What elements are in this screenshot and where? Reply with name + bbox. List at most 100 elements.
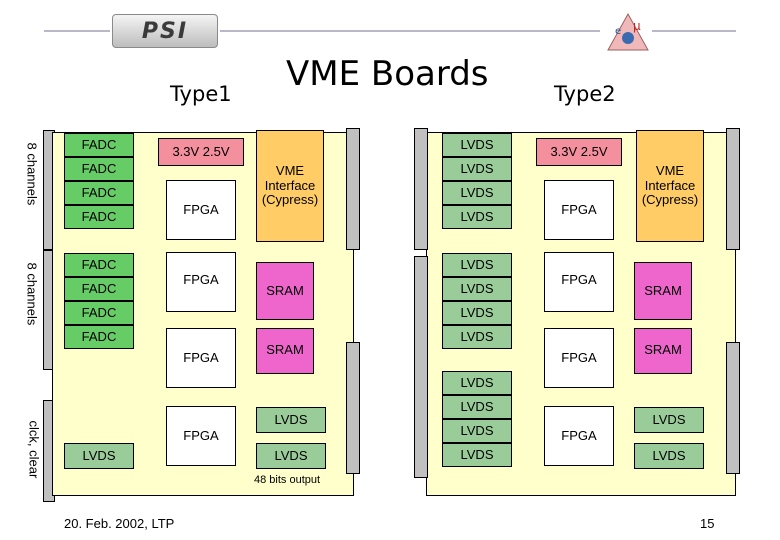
lvds-label: LVDS [652,447,686,463]
fadc-chip: FADC [64,133,134,157]
fpga-chip: FPGA [166,406,236,466]
lvds-chip: LVDS [442,443,512,467]
fpga-label: FPGA [561,201,597,217]
sram-label: SRAM [266,342,304,357]
output-label: 48 bits output [254,474,321,486]
lvds-label: LVDS [274,447,308,463]
power-regulator: 3.3V 2.5V [158,138,244,166]
fpga-label: FPGA [183,201,219,217]
channels-label-b: 8 channels [24,262,40,326]
vme-interface: VME Interface (Cypress) [636,130,704,242]
lvds-chip: LVDS [634,443,704,469]
lvds-chip: LVDS [442,181,512,205]
lvds-label: LVDS [460,422,494,438]
lvds-chip: LVDS [442,205,512,229]
fpga-chip: FPGA [544,252,614,312]
lvds-chip: LVDS [64,443,134,469]
lvds-label: LVDS [460,374,494,390]
fadc-label: FADC [81,160,117,176]
lvds-chip: LVDS [442,133,512,157]
header-rule-right [220,30,600,32]
lvds-label: LVDS [274,411,308,427]
lvds-label: LVDS [460,280,494,296]
fadc-chip: FADC [64,277,134,301]
type2-left-connector-top [414,128,428,250]
lvds-chip: LVDS [442,301,512,325]
fadc-chip: FADC [64,325,134,349]
fpga-label: FPGA [183,349,219,365]
footer-date: 20. Feb. 2002, LTP [64,516,175,531]
fadc-chip: FADC [64,157,134,181]
sram-chip: SRAM [256,328,314,374]
lvds-chip: LVDS [256,407,326,433]
institute-logo-icon: μ e [607,12,649,51]
lvds-label: LVDS [460,184,494,200]
fpga-chip: FPGA [544,180,614,240]
fpga-chip: FPGA [166,252,236,312]
fadc-label: FADC [81,256,117,272]
lvds-label: LVDS [460,208,494,224]
fpga-label: FPGA [561,427,597,443]
lvds-chip: LVDS [442,395,512,419]
fadc-chip: FADC [64,181,134,205]
lvds-label: LVDS [652,411,686,427]
page-number: 15 [700,516,715,531]
type2-heading: Type2 [554,82,616,106]
vme-label: VME Interface (Cypress) [641,162,699,208]
lvds-label: LVDS [460,446,494,462]
psi-logo-text: PSI [141,18,189,44]
fpga-label: FPGA [183,272,219,287]
type2-right-connector-bottom [726,342,740,474]
lvds-chip: LVDS [442,325,512,349]
fpga-label: FPGA [561,349,597,365]
power-label: 3.3V 2.5V [172,143,230,159]
fpga-label: FPGA [183,427,219,443]
lvds-chip: LVDS [442,157,512,181]
fadc-chip: FADC [64,205,134,229]
sram-chip: SRAM [634,328,692,374]
fpga-label: FPGA [561,272,597,287]
lvds-chip: LVDS [442,419,512,443]
fadc-label: FADC [81,184,117,200]
lvds-chip: LVDS [442,277,512,301]
type2-right-connector-top [726,128,740,250]
page-title: VME Boards [286,54,489,94]
fadc-label: FADC [81,328,117,344]
fadc-chip: FADC [64,253,134,277]
lvds-label: LVDS [460,136,494,152]
lvds-chip: LVDS [634,407,704,433]
fadc-label: FADC [81,208,117,224]
lvds-chip: LVDS [256,443,326,469]
fadc-label: FADC [81,304,117,320]
sram-label: SRAM [644,342,682,357]
vme-label: VME Interface (Cypress) [261,162,319,208]
lvds-label: LVDS [82,447,116,463]
power-label: 3.3V 2.5V [550,143,608,159]
svg-text:μ: μ [633,19,641,33]
sram-label: SRAM [266,282,304,298]
lvds-chip: LVDS [442,253,512,277]
lvds-label: LVDS [460,398,494,414]
power-regulator: 3.3V 2.5V [536,138,622,166]
sram-label: SRAM [644,282,682,298]
fpga-chip: FPGA [166,328,236,388]
fpga-chip: FPGA [544,406,614,466]
type1-right-connector-bottom [346,342,360,474]
sram-chip: SRAM [256,262,314,320]
header-rule-far-right [652,30,736,32]
psi-logo: PSI [112,14,218,48]
vme-interface: VME Interface (Cypress) [256,130,324,242]
fadc-label: FADC [81,136,117,152]
channels-label-a: 8 channels [24,142,40,206]
fadc-label: FADC [81,280,117,296]
lvds-label: LVDS [460,160,494,176]
type1-heading: Type1 [170,82,232,106]
svg-text:e: e [615,26,621,37]
lvds-label: LVDS [460,256,494,272]
lvds-label: LVDS [460,328,494,344]
lvds-label: LVDS [460,304,494,320]
fpga-chip: FPGA [166,180,236,240]
type2-left-connector-bottom [414,256,428,478]
fpga-chip: FPGA [544,328,614,388]
sram-chip: SRAM [634,262,692,320]
